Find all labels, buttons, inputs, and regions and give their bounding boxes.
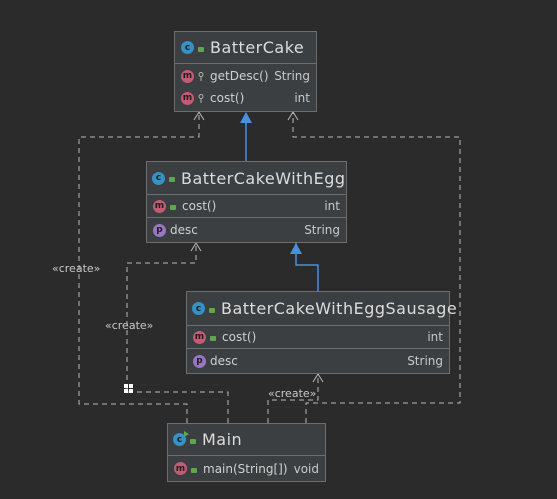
- class-battercakewithegg[interactable]: c BatterCakeWithEgg m cost() int p desc …: [146, 161, 347, 243]
- field-name: desc: [170, 223, 198, 237]
- dependency-arrow-sausage: [312, 373, 324, 383]
- create-label-middle: «create»: [105, 319, 154, 332]
- class-battercakewitheggsausage[interactable]: c BatterCakeWithEggSausage m cost() int …: [186, 291, 457, 374]
- method-type: int: [294, 91, 310, 105]
- field-type: String: [407, 354, 443, 368]
- class-icon: c: [181, 41, 194, 54]
- public-visibility-icon: [198, 46, 204, 52]
- public-visibility-icon: [191, 467, 197, 473]
- method-name: getDesc(): [210, 69, 269, 83]
- bend-handle[interactable]: [124, 384, 133, 393]
- create-label-bottom: «create»: [268, 387, 317, 400]
- property-icon: p: [153, 223, 166, 237]
- dependency-main-to-battercake-right: [292, 112, 461, 423]
- create-label-left: «create»: [52, 262, 101, 275]
- class-header: c BatterCakeWithEggSausage: [187, 292, 457, 326]
- dependency-arrow-battercake-left: [193, 111, 205, 121]
- method-type: String: [274, 69, 310, 83]
- method-type: int: [427, 330, 443, 344]
- method-row[interactable]: m getDesc() String: [175, 65, 316, 87]
- method-name: cost(): [210, 91, 245, 105]
- inheritance-arrow-egg: [290, 243, 302, 254]
- class-name: BatterCakeWithEggSausage: [221, 299, 458, 318]
- field-name: desc: [210, 354, 238, 368]
- class-main[interactable]: c Main m main(String[]) void: [167, 423, 326, 482]
- method-name: cost(): [222, 330, 257, 344]
- package-private-icon: [198, 93, 204, 103]
- field-row[interactable]: p desc String: [147, 217, 346, 242]
- method-type: int: [324, 199, 340, 213]
- method-icon: m: [181, 91, 194, 105]
- method-icon: m: [153, 199, 166, 213]
- public-visibility-icon: [190, 438, 196, 444]
- method-row[interactable]: m main(String[]) void: [168, 456, 325, 481]
- method-icon: m: [193, 330, 206, 344]
- public-visibility-icon: [169, 177, 175, 182]
- dependency-main-to-sausage: [267, 374, 319, 423]
- class-name: BatterCake: [210, 38, 305, 57]
- class-icon: c: [192, 302, 205, 315]
- method-row[interactable]: m cost() int: [187, 326, 449, 348]
- public-visibility-icon: [170, 205, 176, 210]
- method-name: cost(): [182, 199, 217, 213]
- method-row[interactable]: m cost() int: [175, 87, 316, 109]
- class-header: c BatterCake: [175, 32, 316, 64]
- method-icon: m: [174, 462, 187, 475]
- inheritance-arrow-battercake: [240, 112, 252, 123]
- public-visibility-icon: [210, 336, 216, 341]
- class-header: c BatterCakeWithEgg: [147, 162, 346, 195]
- field-row[interactable]: p desc String: [187, 348, 449, 373]
- method-row[interactable]: m cost() int: [147, 195, 346, 217]
- class-name: BatterCakeWithEgg: [181, 168, 346, 188]
- package-private-icon: [198, 71, 204, 81]
- method-name: main(String[]): [203, 461, 288, 476]
- property-icon: p: [193, 354, 206, 368]
- public-visibility-icon: [209, 307, 215, 313]
- class-name: Main: [202, 430, 243, 449]
- runnable-class-icon: c: [173, 431, 189, 446]
- field-type: String: [304, 223, 340, 237]
- dependency-main-to-egg: [126, 243, 229, 423]
- class-battercake[interactable]: c BatterCake m getDesc() String m cost()…: [174, 31, 317, 112]
- class-header: c Main: [168, 424, 325, 456]
- method-icon: m: [181, 69, 194, 83]
- dependency-arrow-battercake-right: [287, 111, 299, 121]
- method-type: void: [293, 461, 319, 476]
- class-icon: c: [152, 171, 165, 185]
- dependency-arrow-egg: [190, 242, 202, 252]
